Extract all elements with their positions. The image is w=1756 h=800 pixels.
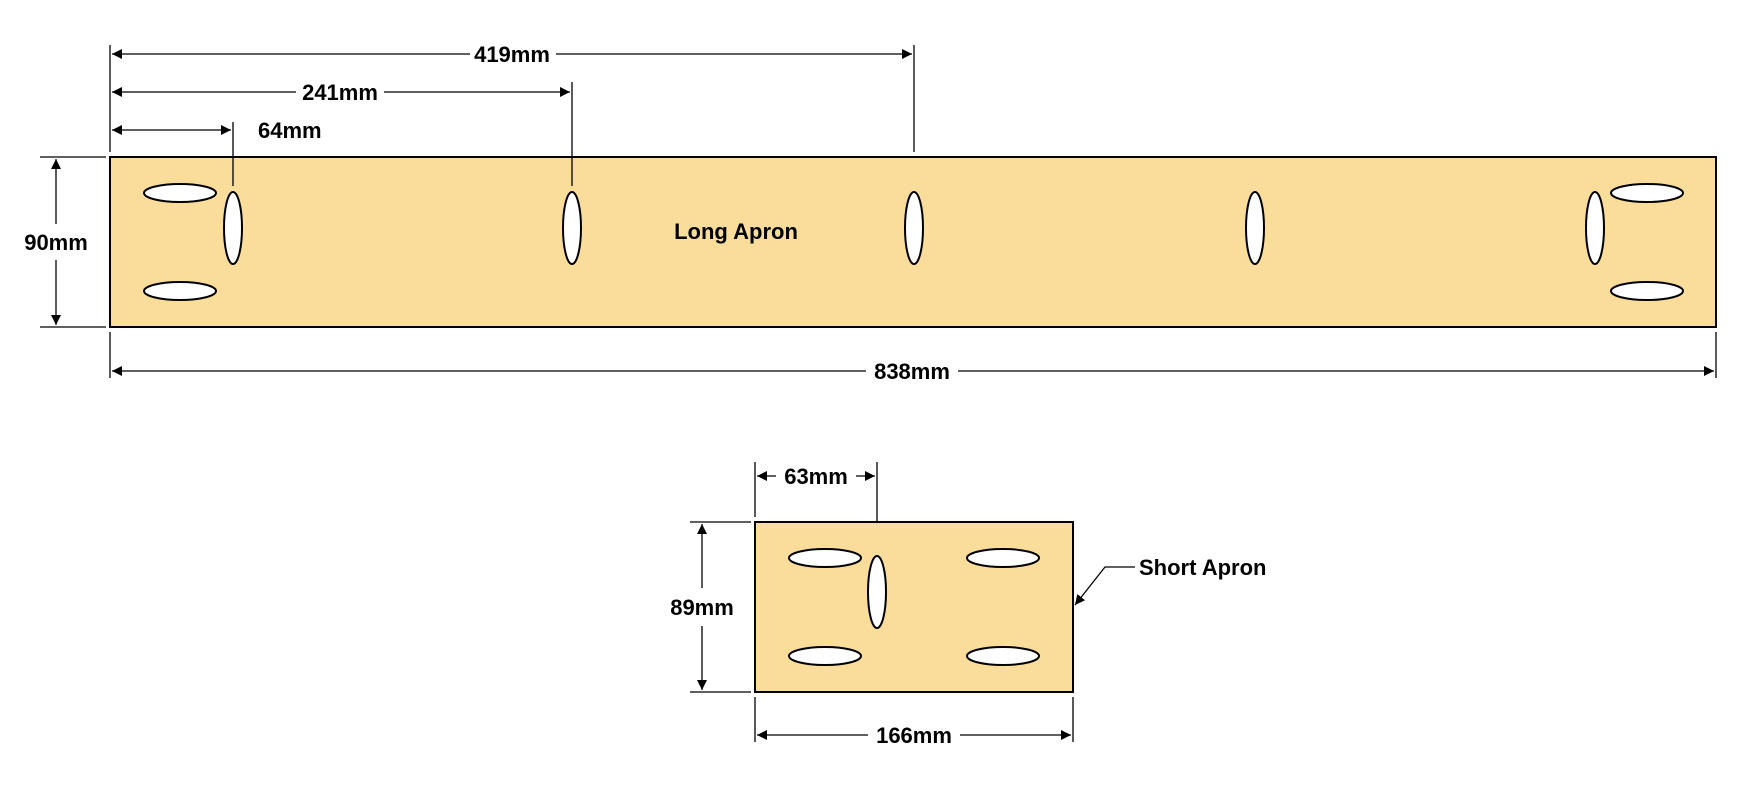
long-apron-label: Long Apron bbox=[674, 219, 798, 244]
long-apron-slot-vertical bbox=[1245, 191, 1265, 265]
short-apron-leader bbox=[1074, 566, 1135, 606]
long-apron-slot-horizontal bbox=[1610, 281, 1684, 301]
short-apron-label: Short Apron bbox=[1139, 555, 1267, 580]
long-apron-slot-vertical bbox=[904, 191, 924, 265]
short-apron: 63mm 89mm 166mm Short Apron bbox=[670, 462, 1267, 748]
short-apron-board bbox=[754, 521, 1074, 693]
dim-first-slot-offset: 64mm bbox=[258, 118, 322, 143]
short-apron-slot-horizontal bbox=[788, 548, 862, 568]
long-apron: Long Apron 419mm 241mm 64mm 90mm 838mm bbox=[24, 42, 1717, 384]
long-apron-slot-vertical bbox=[1585, 191, 1605, 265]
long-apron-slot-horizontal bbox=[143, 281, 217, 301]
long-apron-slot-horizontal bbox=[143, 183, 217, 203]
dim-long-length: 838mm bbox=[874, 359, 950, 384]
long-apron-slot-horizontal bbox=[1610, 183, 1684, 203]
dim-second-slot-offset: 241mm bbox=[302, 80, 378, 105]
long-apron-slot-vertical bbox=[562, 191, 582, 265]
short-apron-slot-horizontal bbox=[966, 548, 1040, 568]
dim-short-height: 89mm bbox=[670, 595, 734, 620]
short-apron-slot-horizontal bbox=[966, 646, 1040, 666]
dim-short-length: 166mm bbox=[876, 723, 952, 748]
short-apron-slot-horizontal bbox=[788, 646, 862, 666]
dim-short-slot-offset: 63mm bbox=[784, 464, 848, 489]
short-apron-slot-vertical bbox=[867, 555, 887, 629]
dim-center-offset: 419mm bbox=[474, 42, 550, 67]
dim-long-height: 90mm bbox=[24, 230, 88, 255]
long-apron-slot-vertical bbox=[223, 191, 243, 265]
